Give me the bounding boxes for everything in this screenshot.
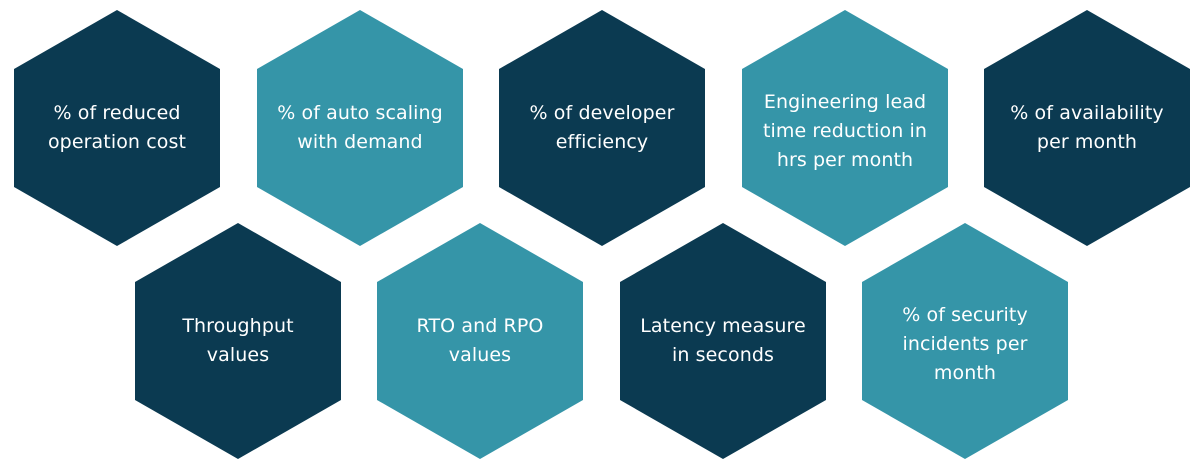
hexagon-developer-efficiency: % of developer efficiency xyxy=(499,10,705,246)
hexagon-engineering-lead-time: Engineering lead time reduction in hrs p… xyxy=(742,10,948,246)
hexagon-label: RTO and RPO values xyxy=(416,315,544,366)
hexagon-label: Throughput values xyxy=(182,315,294,366)
hexagon-label: % of reduced operation cost xyxy=(47,102,187,153)
hexagon-reduced-operation-cost: % of reduced operation cost xyxy=(14,10,220,246)
hexagon-auto-scaling: % of auto scaling with demand xyxy=(257,10,463,246)
hexagon-label: % of developer efficiency xyxy=(529,102,675,153)
hexagon-rto-rpo: RTO and RPO values xyxy=(377,223,583,459)
hexagon-latency: Latency measure in seconds xyxy=(620,223,826,459)
hexagon-label: Engineering lead time reduction in hrs p… xyxy=(762,90,928,171)
hexagon-label: % of security incidents per month xyxy=(902,303,1028,384)
hexagon-throughput: Throughput values xyxy=(135,223,341,459)
hexagon-security-incidents: % of security incidents per month xyxy=(862,223,1068,459)
hexagon-label: % of auto scaling with demand xyxy=(277,102,443,153)
hexagon-label: Latency measure in seconds xyxy=(640,315,806,366)
hexagon-availability: % of availability per month xyxy=(984,10,1190,246)
hexagon-label: % of availability per month xyxy=(1010,102,1164,153)
